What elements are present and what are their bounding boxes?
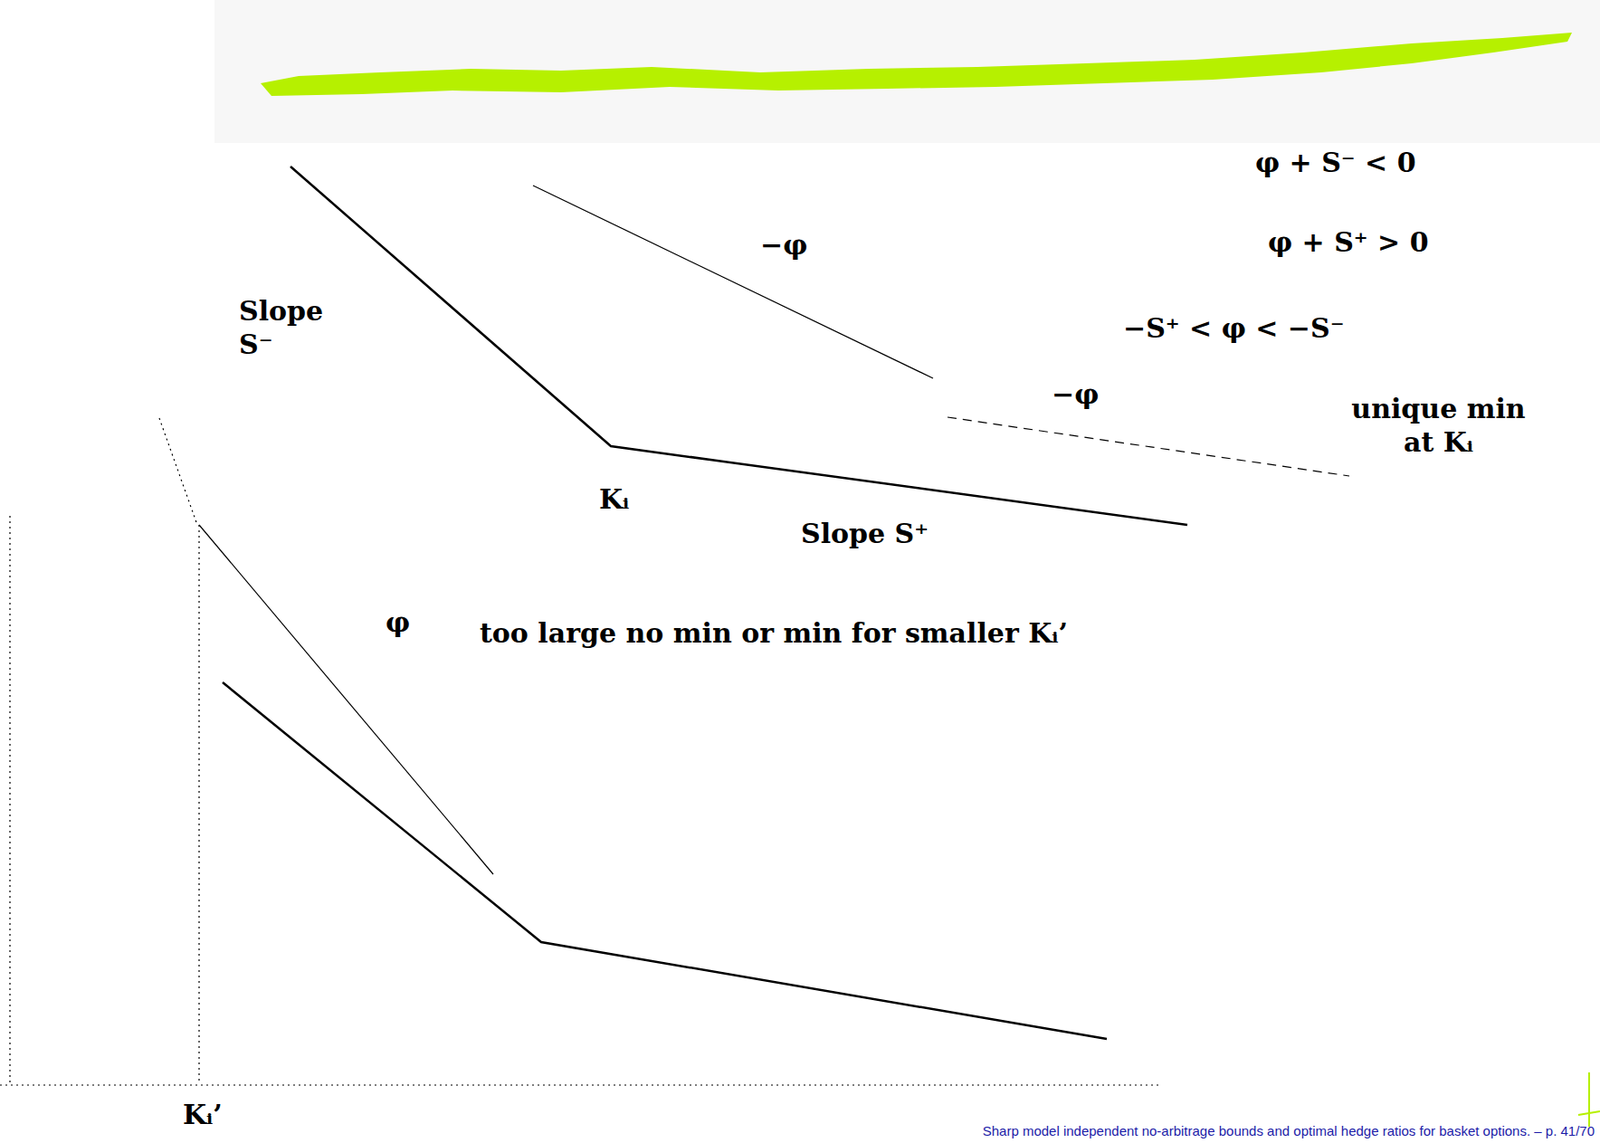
- condition-text: φ + S⁺ > 0: [1266, 225, 1431, 260]
- condition-text: φ + S⁻ < 0: [1253, 145, 1419, 181]
- strike-label: Kᵢ’: [180, 1097, 225, 1133]
- corner-mark: [1578, 1072, 1600, 1127]
- upper-payoff-line: [290, 166, 1188, 525]
- dotted-axis: [9, 515, 10, 1083]
- dotted-vertical: [198, 524, 200, 1083]
- strike-label: Kᵢ: [597, 482, 631, 517]
- minus-phi-dashed-line: [947, 417, 1350, 477]
- line-label: −φ: [1049, 377, 1101, 412]
- line-label: φ: [383, 605, 412, 640]
- brush-stroke: [260, 32, 1572, 96]
- slope-label: Slope S⁺: [799, 516, 931, 552]
- note-text: too large no min or min for smaller Kᵢ’: [477, 616, 1070, 651]
- dotted-slope: [159, 418, 198, 525]
- slope-label: Slope S⁻: [237, 294, 359, 362]
- header-band: [214, 0, 1600, 143]
- condition-text: −S⁺ < φ < −S⁻: [1121, 311, 1346, 346]
- dotted-baseline: [0, 1084, 1159, 1086]
- note-text: unique min at Kᵢ: [1334, 391, 1543, 460]
- lower-payoff-line: [222, 682, 1107, 1039]
- line-label: −φ: [758, 228, 810, 263]
- footer-text: Sharp model independent no-arbitrage bou…: [980, 1123, 1597, 1141]
- minus-phi-line: [533, 185, 934, 379]
